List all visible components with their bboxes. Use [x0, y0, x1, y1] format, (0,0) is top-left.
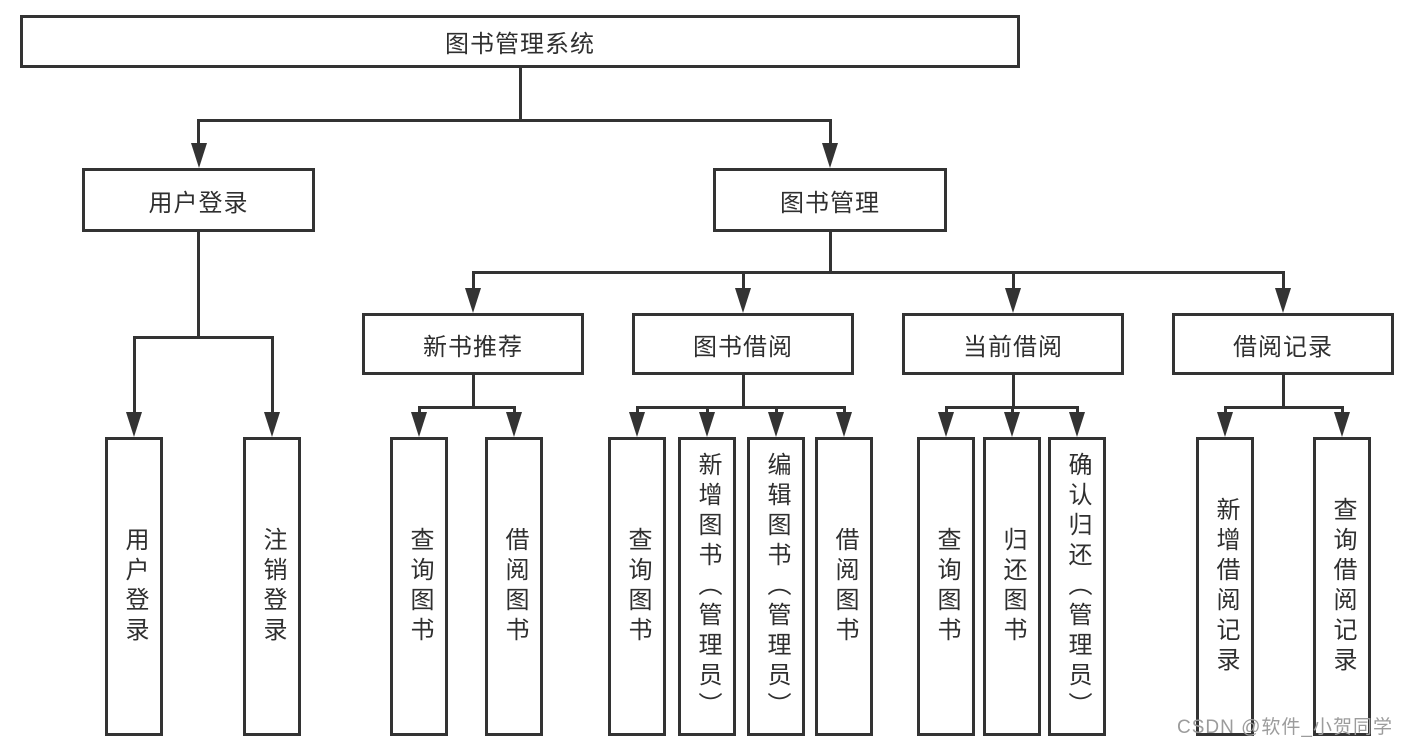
connector-line	[705, 406, 709, 415]
connector-line	[417, 406, 421, 415]
connector-line	[944, 406, 948, 415]
node-confirm-return-admin-label: 确认归还（管理员）	[1064, 451, 1091, 722]
arrow-down-icon	[190, 143, 207, 168]
connector-line	[842, 406, 846, 415]
node-book-management: 图书管理	[713, 168, 947, 232]
node-book-borrow-label: 图书借阅	[693, 333, 793, 361]
node-borrow-books-recommend-label: 借阅图书	[501, 526, 528, 647]
arrow-down-icon	[1334, 412, 1350, 437]
node-user-login-action: 用户登录	[105, 437, 163, 736]
node-add-borrow-record: 新增借阅记录	[1196, 437, 1254, 736]
arrow-down-icon	[1217, 412, 1233, 437]
node-query-books-current-label: 查询图书	[933, 526, 960, 647]
node-query-borrow-record-label: 查询借阅记录	[1329, 496, 1356, 677]
connector-root-stem	[518, 68, 522, 122]
arrow-down-icon	[264, 412, 280, 437]
connector-line	[270, 336, 274, 414]
connector-line	[828, 119, 832, 146]
node-add-book-admin: 新增图书（管理员）	[678, 437, 736, 736]
connector-current-borrow-stem	[1011, 375, 1015, 409]
node-root: 图书管理系统	[20, 15, 1020, 68]
connector-line	[1223, 406, 1227, 415]
arrow-down-icon	[1069, 412, 1085, 437]
node-new-book-recommend-label: 新书推荐	[423, 333, 523, 361]
connector-user-login-splitter	[132, 336, 274, 339]
arrow-down-icon	[938, 412, 954, 437]
connector-line	[1010, 406, 1014, 415]
connector-line	[1011, 271, 1015, 290]
node-root-label: 图书管理系统	[445, 31, 595, 58]
connector-line	[741, 271, 745, 290]
arrow-down-icon	[822, 143, 838, 168]
node-confirm-return-admin: 确认归还（管理员）	[1048, 437, 1106, 736]
arrow-down-icon	[699, 412, 715, 437]
node-borrow-books-action: 借阅图书	[815, 437, 873, 736]
node-book-management-label: 图书管理	[780, 189, 880, 217]
arrow-down-icon	[126, 412, 142, 437]
node-user-login-label: 用户登录	[148, 189, 249, 217]
node-add-book-admin-label: 新增图书（管理员）	[694, 451, 721, 722]
node-borrow-records-label: 借阅记录	[1233, 333, 1333, 361]
connector-new-book-splitter	[417, 406, 516, 409]
node-book-borrow: 图书借阅	[632, 313, 854, 375]
node-logout-action-label: 注销登录	[259, 526, 286, 647]
node-query-borrow-record: 查询借阅记录	[1313, 437, 1371, 736]
node-edit-book-admin-label: 编辑图书（管理员）	[763, 451, 790, 722]
node-query-books-borrow: 查询图书	[608, 437, 666, 736]
connector-book-management-splitter	[471, 271, 1285, 274]
node-current-borrow-label: 当前借阅	[963, 333, 1063, 361]
node-add-borrow-record-label: 新增借阅记录	[1212, 496, 1239, 677]
connector-book-borrow-splitter	[635, 406, 846, 409]
node-user-login-action-label: 用户登录	[121, 526, 148, 647]
arrow-down-icon	[629, 412, 645, 437]
connector-line	[635, 406, 639, 415]
connector-book-borrow-stem	[741, 375, 745, 409]
node-logout-action: 注销登录	[243, 437, 301, 736]
node-borrow-books-recommend: 借阅图书	[485, 437, 543, 736]
node-new-book-recommend: 新书推荐	[362, 313, 584, 375]
connector-user-login-stem	[197, 232, 200, 338]
connector-line	[1281, 271, 1285, 290]
node-query-books-recommend: 查询图书	[390, 437, 448, 736]
arrow-down-icon	[1004, 412, 1020, 437]
connector-line	[197, 119, 200, 146]
watermark: CSDN @软件_小贺同学	[1177, 717, 1393, 738]
arrow-down-icon	[768, 412, 784, 437]
connector-borrow-records-splitter	[1223, 406, 1344, 409]
node-current-borrow: 当前借阅	[902, 313, 1124, 375]
node-query-books-borrow-label: 查询图书	[624, 526, 651, 647]
node-borrow-books-action-label: 借阅图书	[831, 526, 858, 647]
node-return-book-label: 归还图书	[999, 526, 1026, 647]
connector-line	[512, 406, 516, 415]
node-query-books-recommend-label: 查询图书	[406, 526, 433, 647]
arrow-down-icon	[836, 412, 852, 437]
arrow-down-icon	[1275, 288, 1291, 313]
connector-line	[1340, 406, 1344, 415]
connector-line	[132, 336, 136, 414]
arrow-down-icon	[506, 412, 522, 437]
arrow-down-icon	[1005, 288, 1021, 313]
arrow-down-icon	[735, 288, 751, 313]
node-borrow-records: 借阅记录	[1172, 313, 1394, 375]
node-query-books-current: 查询图书	[917, 437, 975, 736]
connector-line	[471, 271, 475, 290]
connector-root-splitter	[197, 119, 831, 122]
connector-new-book-stem	[471, 375, 475, 409]
node-user-login: 用户登录	[82, 168, 315, 232]
connector-line	[1075, 406, 1079, 415]
connector-line	[774, 406, 778, 415]
connector-book-management-stem	[828, 232, 832, 273]
connector-borrow-records-stem	[1281, 375, 1285, 409]
arrow-down-icon	[411, 412, 427, 437]
node-return-book: 归还图书	[983, 437, 1041, 736]
node-edit-book-admin: 编辑图书（管理员）	[747, 437, 805, 736]
arrow-down-icon	[465, 288, 481, 313]
